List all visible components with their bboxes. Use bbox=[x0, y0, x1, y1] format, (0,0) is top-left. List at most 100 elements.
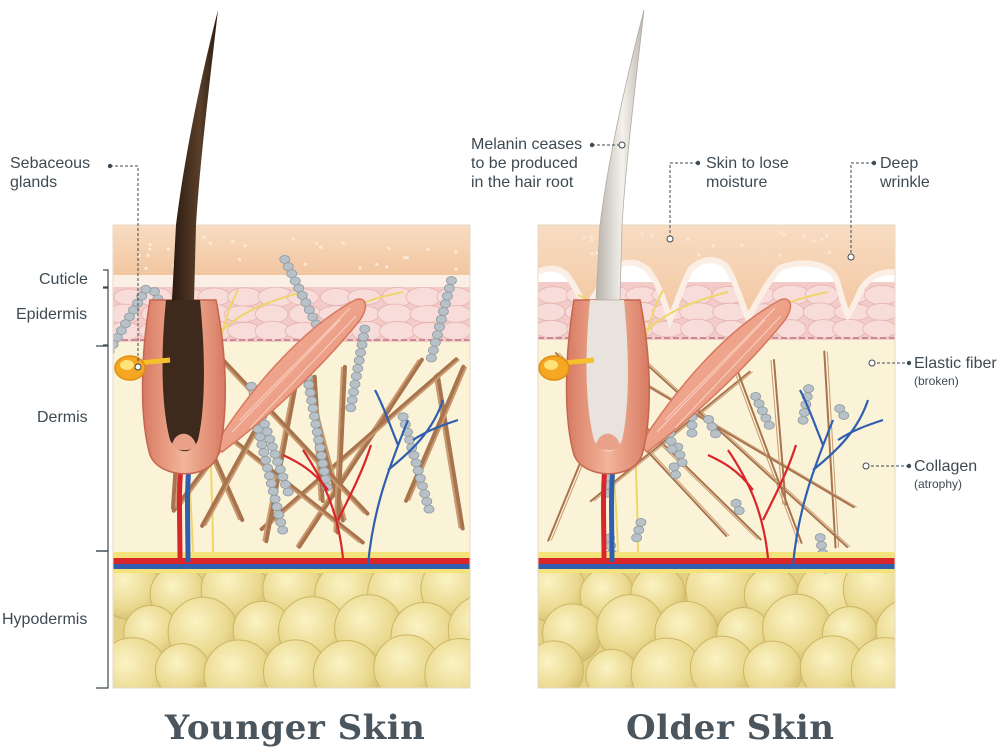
vein-branch bbox=[412, 418, 459, 441]
elastic-bead bbox=[260, 455, 272, 465]
elastic-bead bbox=[310, 419, 322, 429]
elastic-bead bbox=[421, 497, 433, 506]
collagen-label: Collagen bbox=[914, 458, 978, 475]
hair-follicle bbox=[141, 299, 227, 475]
sebaceous-gland bbox=[114, 355, 171, 381]
elastic-bead bbox=[275, 517, 287, 527]
elastic-bead bbox=[838, 411, 850, 420]
pore bbox=[650, 234, 654, 238]
elastic-bead bbox=[757, 406, 768, 416]
elastic-bead bbox=[353, 356, 365, 365]
elastic-bead bbox=[633, 525, 645, 535]
artery-branch bbox=[337, 444, 373, 521]
elastic-bead bbox=[429, 338, 441, 347]
elastic-bead bbox=[816, 541, 827, 550]
elastic-bead bbox=[412, 466, 424, 476]
elastic-bead bbox=[676, 458, 688, 467]
artery-branch bbox=[282, 454, 329, 491]
nerve-fiber bbox=[222, 289, 239, 331]
elastic-bead bbox=[417, 481, 428, 491]
elastic-bead bbox=[631, 533, 642, 543]
elastic-bead bbox=[264, 471, 275, 481]
callout-targets bbox=[134, 141, 876, 470]
elastic-bead bbox=[348, 387, 359, 397]
wrinkled-surface-layer bbox=[538, 225, 895, 320]
pore bbox=[387, 246, 391, 250]
fat-cell bbox=[312, 639, 381, 688]
elastic-bead bbox=[355, 348, 366, 358]
collagen-fiber bbox=[640, 358, 849, 548]
epidermis-cell bbox=[538, 302, 566, 322]
sebaceous-gland bbox=[538, 355, 595, 381]
nerve-fiber bbox=[222, 291, 304, 331]
pore bbox=[782, 233, 786, 237]
pore bbox=[148, 242, 152, 247]
pore bbox=[303, 262, 308, 266]
elastic-bead bbox=[750, 391, 761, 401]
elastic-bead bbox=[277, 525, 289, 535]
fat-cell bbox=[154, 643, 211, 688]
pore bbox=[454, 267, 458, 271]
elastic-bead bbox=[100, 354, 110, 362]
pore bbox=[595, 251, 599, 255]
elastic-bead bbox=[317, 459, 329, 468]
elastic-bead bbox=[307, 403, 319, 413]
elastic-bead bbox=[668, 462, 680, 472]
collagen-fiber bbox=[207, 343, 370, 516]
collagen-fiber-highlight bbox=[205, 344, 366, 515]
pore bbox=[166, 247, 170, 251]
pore bbox=[319, 245, 323, 249]
pore bbox=[640, 232, 644, 236]
elastic-bead bbox=[423, 504, 435, 514]
elastic-bead bbox=[436, 314, 447, 324]
callout-dots bbox=[107, 142, 912, 469]
elastic-bead bbox=[261, 427, 273, 436]
elastic-bead bbox=[266, 442, 278, 452]
collagen-fiber-highlight bbox=[333, 366, 343, 533]
vein-branch bbox=[837, 418, 884, 441]
pore bbox=[590, 238, 594, 242]
pore bbox=[454, 249, 458, 254]
collagen-fiber-highlight bbox=[826, 351, 840, 548]
elastic-bead bbox=[446, 276, 457, 285]
elastic-bead bbox=[256, 440, 268, 450]
elastic-bead bbox=[419, 489, 431, 499]
elastic-bead bbox=[814, 533, 826, 542]
elastic-bead bbox=[442, 291, 453, 301]
elastic-bead bbox=[262, 463, 273, 473]
pore bbox=[778, 253, 782, 257]
artery-branch bbox=[727, 449, 770, 559]
skin-illustration bbox=[96, 9, 912, 689]
elastic-bead bbox=[359, 324, 371, 334]
older-skin-block bbox=[537, 224, 896, 689]
elastic-bead bbox=[670, 470, 681, 480]
elastic-fiber-note: (broken) bbox=[914, 374, 959, 388]
pore bbox=[812, 239, 816, 243]
elastic-bead bbox=[410, 458, 422, 468]
pore bbox=[686, 237, 690, 241]
pore bbox=[144, 266, 148, 270]
fat-cell bbox=[538, 640, 584, 688]
elastic-bead bbox=[397, 412, 409, 422]
elastic-bead bbox=[274, 464, 286, 474]
collagen-fiber-highlight bbox=[295, 359, 420, 548]
epidermis-cell bbox=[802, 302, 838, 322]
younger-skin-block bbox=[100, 224, 471, 689]
epidermis-cell bbox=[865, 303, 895, 321]
elastic-bead bbox=[797, 415, 809, 425]
elastic-bead bbox=[345, 403, 357, 413]
nerve-fiber bbox=[647, 291, 729, 331]
elastic-bead bbox=[273, 510, 285, 520]
pore bbox=[202, 235, 206, 240]
elastic-bead bbox=[282, 487, 294, 497]
collagen-fiber bbox=[727, 345, 803, 544]
callout-leaders bbox=[110, 144, 909, 467]
epidermis-cell bbox=[439, 321, 470, 341]
elastic-bead bbox=[265, 479, 277, 488]
pore bbox=[828, 250, 832, 254]
vein-branch bbox=[799, 389, 825, 446]
elastic-bead bbox=[674, 450, 686, 460]
pore bbox=[711, 244, 715, 248]
elastic-bead bbox=[425, 353, 437, 363]
elastic-bead bbox=[316, 451, 327, 461]
